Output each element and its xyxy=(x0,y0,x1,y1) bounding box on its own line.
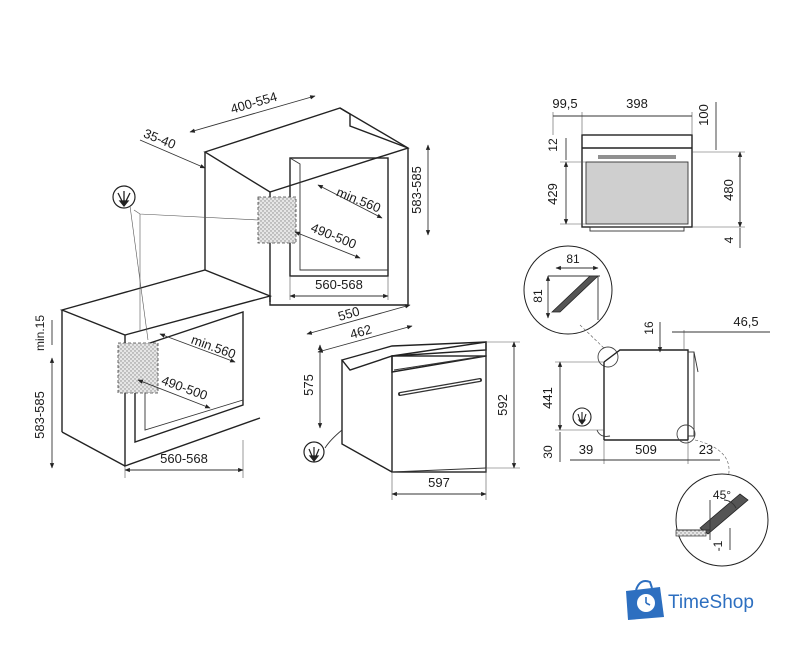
dim-480: 480 xyxy=(721,179,736,201)
power-plug-icon xyxy=(112,185,136,209)
dim-441: 441 xyxy=(540,387,555,409)
dim-23: 23 xyxy=(699,442,713,457)
column-niche xyxy=(289,157,389,277)
undercounter-cabinet xyxy=(59,269,273,467)
power-plug-icon-section xyxy=(572,407,592,427)
dim-12: 12 xyxy=(546,138,560,152)
oven-side-section xyxy=(596,346,699,444)
angle-detail-circle xyxy=(675,473,769,567)
dim-575: 575 xyxy=(301,374,316,396)
dim-400-554: 400-554 xyxy=(229,89,279,117)
dim-16: 16 xyxy=(642,321,656,335)
dim-4: 4 xyxy=(722,236,736,243)
dim-583-585-undercounter: 583-585 xyxy=(32,391,47,439)
dim-46-5: 46,5 xyxy=(733,314,758,329)
oven-3d xyxy=(324,341,487,473)
dim-45-degrees: 45° xyxy=(713,488,731,502)
dim-min15: min.15 xyxy=(33,315,47,351)
dim-min560-column: min.560 xyxy=(334,184,383,215)
dim-509: 509 xyxy=(635,442,657,457)
dim-592: 592 xyxy=(495,394,510,416)
oven-front-view xyxy=(581,134,693,232)
dim-min560-undercounter: min.560 xyxy=(189,332,238,362)
oven-front-glass xyxy=(585,161,689,225)
dim-560-568-undercounter: 560-568 xyxy=(160,451,208,466)
brand-name: TimeShop xyxy=(668,592,754,613)
dim-583-585-column: 583-585 xyxy=(409,166,424,214)
dim-550: 550 xyxy=(336,303,361,323)
dim-429: 429 xyxy=(545,183,560,205)
undercounter-niche xyxy=(134,311,244,443)
dim-462: 462 xyxy=(348,321,373,341)
dim-81-vertical: 81 xyxy=(531,289,545,303)
dim-597: 597 xyxy=(428,475,450,490)
brand-logo: TimeShop xyxy=(626,580,754,620)
dim-560-568-column: 560-568 xyxy=(315,277,363,292)
dim-99-5: 99,5 xyxy=(552,96,577,111)
socket-zone-column xyxy=(257,196,297,244)
power-plug-icon-oven xyxy=(303,441,325,463)
dim-490-500-column: 490-500 xyxy=(309,220,359,252)
dim-minus-1: -1 xyxy=(711,540,725,551)
dim-30: 30 xyxy=(541,445,555,459)
dim-100: 100 xyxy=(696,104,711,126)
shopping-bag-clock-icon xyxy=(626,580,664,620)
dim-398: 398 xyxy=(626,96,648,111)
oven-front xyxy=(391,355,487,473)
dim-81-horizontal: 81 xyxy=(566,252,580,266)
dim-39: 39 xyxy=(579,442,593,457)
